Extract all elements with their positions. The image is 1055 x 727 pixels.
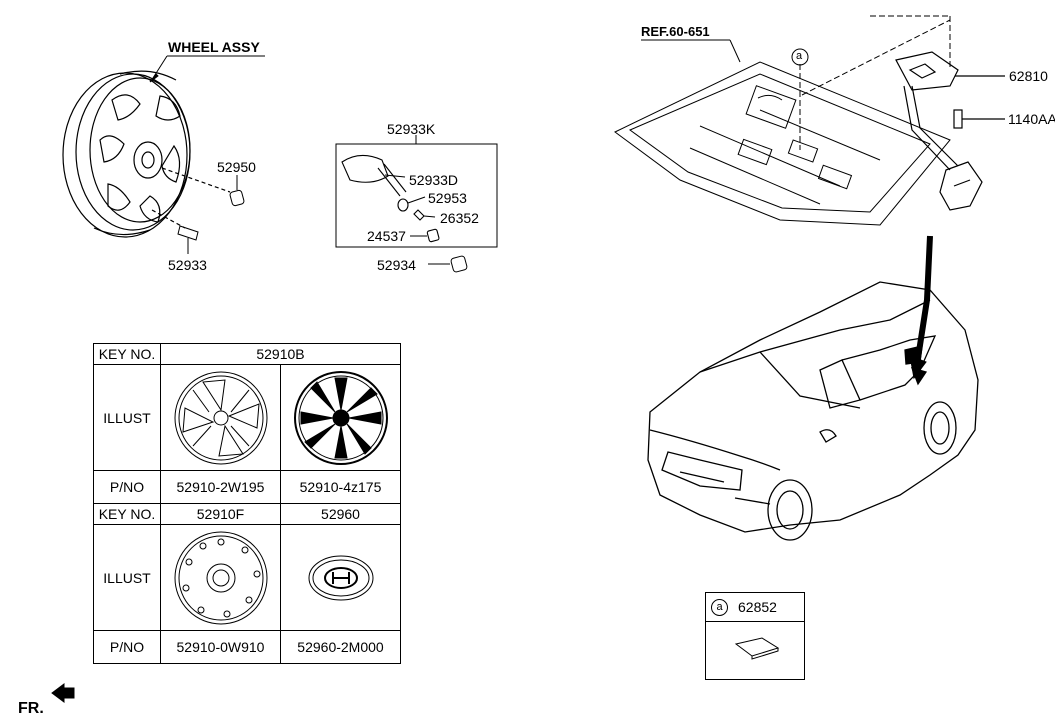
legend-box-62852: a 62852 <box>705 592 805 680</box>
label-sticker-icon <box>734 637 780 660</box>
pno-52910-4z175: 52910-4z175 <box>280 470 401 504</box>
tpms-kit-box <box>335 143 498 248</box>
valve-drawing <box>177 225 199 254</box>
front-direction-label: FR. <box>18 700 44 717</box>
illust-hub-cap <box>280 524 401 631</box>
part-label-52934: 52934 <box>377 257 416 273</box>
valve-cap-drawing <box>450 255 468 273</box>
floor-panel-drawing <box>614 15 951 226</box>
part-label-24537: 24537 <box>367 228 406 244</box>
wheel-spec-table: KEY NO. 52910B ILLUST P/NO 52910-2W195 5… <box>93 343 401 664</box>
pno-52910-2W195: 52910-2W195 <box>160 470 281 504</box>
location-arrow <box>915 235 933 359</box>
legend-box-header: a 62852 <box>706 593 804 622</box>
illust-label-2: ILLUST <box>93 524 161 631</box>
wheel-assy-title: WHEEL ASSY <box>168 39 260 55</box>
steel-wheel-icon <box>174 531 267 624</box>
illust-steel-wheel <box>160 524 281 631</box>
key-no-label-1: KEY NO. <box>93 343 161 365</box>
spare-carrier-drawing <box>895 51 1005 211</box>
pno-52960-2M000: 52960-2M000 <box>280 630 401 664</box>
pno-label-1: P/NO <box>93 470 161 504</box>
key-no-value-52910B: 52910B <box>160 343 401 365</box>
wheel-drawing <box>62 70 231 238</box>
part-label-52953: 52953 <box>428 190 467 206</box>
key-no-value-52910F: 52910F <box>160 503 281 525</box>
lug-nut-drawing <box>229 175 245 207</box>
vehicle-drawing <box>647 281 979 541</box>
front-direction-arrow <box>51 683 75 703</box>
part-label-26352: 26352 <box>440 210 479 226</box>
part-label-62810: 62810 <box>1009 68 1048 84</box>
illust-label-1: ILLUST <box>93 364 161 471</box>
part-label-52933: 52933 <box>168 257 207 273</box>
pno-52910-0W910: 52910-0W910 <box>160 630 281 664</box>
callout-a-circle <box>791 48 809 66</box>
illust-wheel-4z175 <box>280 364 401 471</box>
part-label-1140AA: 1140AA <box>1008 111 1055 127</box>
wheel-assy-leader <box>149 55 265 83</box>
part-label-52933K: 52933K <box>387 121 436 137</box>
part-label-52933D: 52933D <box>409 172 459 188</box>
callout-a-label: a <box>796 50 803 62</box>
tpms-sensor-drawing <box>341 154 440 243</box>
alloy-wheel-icon <box>174 371 267 464</box>
pno-label-2: P/NO <box>93 630 161 664</box>
legend-callout-a: a <box>711 599 728 616</box>
illust-wheel-2W195 <box>160 364 281 471</box>
part-label-52950: 52950 <box>217 159 256 175</box>
key-no-label-2: KEY NO. <box>93 503 161 525</box>
ref-label: REF.60-651 <box>641 24 710 39</box>
hub-cap-icon <box>308 555 373 600</box>
alloy-wheel-icon <box>293 370 388 465</box>
key-no-value-52960: 52960 <box>280 503 401 525</box>
legend-part-62852: 62852 <box>738 599 777 615</box>
